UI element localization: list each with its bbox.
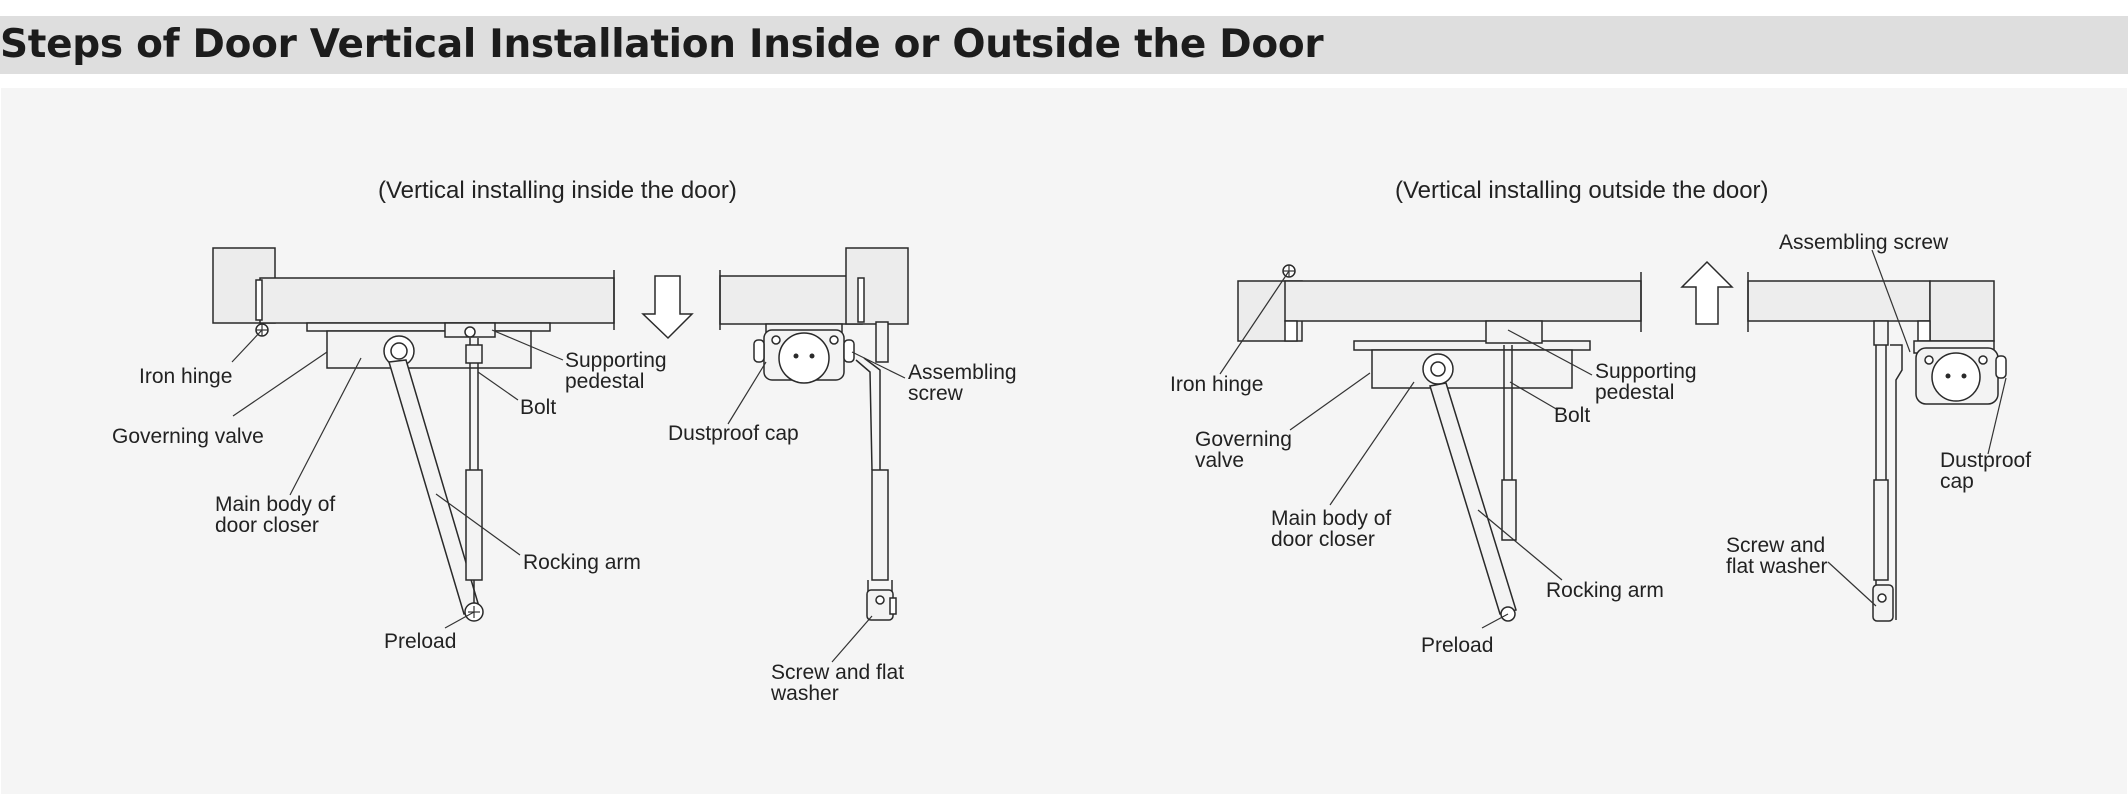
inside-label-supporting-2: pedestal: [565, 370, 644, 393]
outside-door-leaf: [1284, 280, 1642, 322]
inside-down-arrow-icon: [641, 275, 694, 340]
outside-main-view: [1237, 264, 1642, 622]
outside-leader-lines: [1219, 249, 2007, 629]
outside-side-wall: [1929, 280, 1995, 342]
inside-leader-lines: [231, 329, 906, 663]
inside-side-view: [719, 247, 909, 621]
outside-label-iron-hinge: Iron hinge: [1170, 373, 1263, 396]
outside-dustproof-cap: [1931, 352, 1981, 402]
inside-dustproof-cap: [778, 332, 830, 384]
inside-label-main-body-1: Main body of: [215, 493, 335, 516]
inside-label-assembling-1: Assembling: [908, 361, 1017, 384]
outside-installation-diagram: (Vertical installing outside the door): [1170, 177, 2031, 657]
outside-rocking-arm: [1429, 382, 1517, 615]
outside-label-preload: Preload: [1421, 634, 1493, 657]
inside-side-door-leaf: [719, 275, 863, 325]
outside-label-dustproof-1: Dustproof: [1940, 449, 2031, 472]
outside-label-main-body-1: Main body of: [1271, 507, 1391, 530]
diagram-panel: [1, 88, 2127, 794]
outside-label-screw-washer-1: Screw and: [1726, 534, 1825, 557]
inside-label-preload: Preload: [384, 630, 456, 653]
outside-label-governing-1: Governing: [1195, 428, 1292, 451]
inside-label-screw-washer-1: Screw and flat: [771, 661, 904, 684]
inside-label-rocking-arm: Rocking arm: [523, 551, 641, 574]
outside-label-governing-2: valve: [1195, 449, 1244, 472]
page-title: Steps of Door Vertical Installation Insi…: [0, 22, 1324, 67]
outside-label-supporting-2: pedestal: [1595, 381, 1674, 404]
outside-side-door-leaf: [1747, 280, 1931, 322]
outside-label-screw-washer-2: flat washer: [1726, 555, 1828, 578]
header-bar: [0, 16, 2128, 74]
inside-side-rod: [871, 469, 889, 581]
inside-label-main-body-2: door closer: [215, 514, 319, 537]
inside-subtitle: (Vertical installing inside the door): [378, 177, 737, 204]
inside-installation-diagram: (Vertical installing inside the door): [112, 177, 1017, 705]
outside-subtitle: (Vertical installing outside the door): [1395, 177, 1769, 204]
outside-side-rod: [1873, 479, 1889, 581]
outside-label-rocking-arm: Rocking arm: [1546, 579, 1664, 602]
inside-label-iron-hinge: Iron hinge: [139, 365, 232, 388]
outside-closer-body: [1371, 349, 1573, 389]
inside-side-wall: [845, 247, 909, 325]
inside-label-dustproof-cap: Dustproof cap: [668, 422, 799, 445]
outside-side-view: [1747, 272, 2007, 622]
inside-supporting-pedestal: [306, 322, 551, 332]
outside-adjust-rod: [1501, 479, 1517, 541]
inside-label-bolt: Bolt: [520, 396, 556, 419]
outside-label-supporting-1: Supporting: [1595, 360, 1697, 383]
inside-door-leaf: [259, 277, 615, 324]
outside-label-main-body-2: door closer: [1271, 528, 1375, 551]
outside-supporting-pedestal: [1353, 340, 1591, 351]
outside-label-assembling-screw: Assembling screw: [1779, 231, 1949, 254]
inside-label-governing-valve: Governing valve: [112, 425, 264, 448]
inside-main-view: [212, 247, 615, 622]
inside-label-assembling-2: screw: [908, 382, 964, 405]
inside-closer-body: [326, 330, 532, 369]
inside-label-supporting-1: Supporting: [565, 349, 667, 372]
outside-label-bolt: Bolt: [1554, 404, 1590, 427]
outside-up-arrow-icon: [1680, 260, 1734, 325]
inside-label-screw-washer-2: washer: [770, 682, 839, 705]
outside-label-dustproof-2: cap: [1940, 470, 1974, 493]
